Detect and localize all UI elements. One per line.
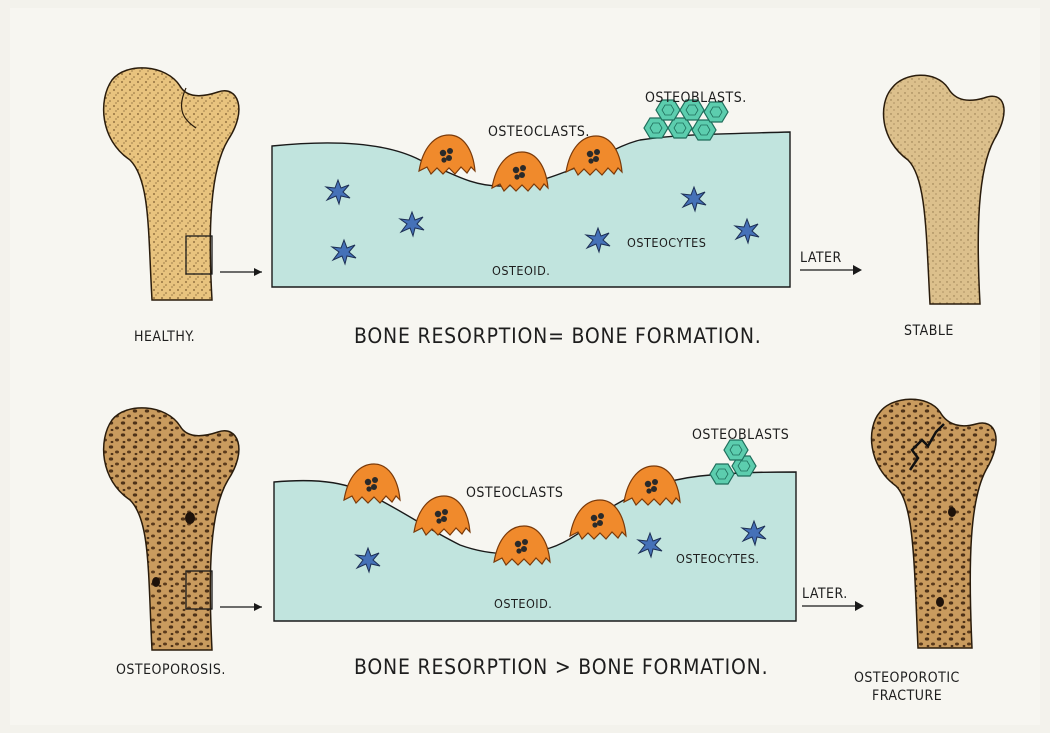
label-later-top: LATER [800, 250, 842, 266]
label-osteoporosis: OSTEOPOROSIS. [116, 662, 226, 678]
label-osteoblasts-bottom: OSTEOBLASTS [692, 427, 789, 443]
label-osteoblasts-top: OSTEOBLASTS. [645, 90, 747, 106]
label-osteoporotic: OSTEOPOROTIC [854, 670, 960, 686]
fractured-femur [872, 399, 997, 648]
label-osteoclasts-top: OSTEOCLASTS. [488, 124, 590, 140]
label-osteoclasts-bottom: OSTEOCLASTS [466, 485, 563, 501]
label-healthy: HEALTHY. [134, 329, 195, 345]
label-osteoid-bottom: OSTEOID. [494, 596, 552, 611]
healthy-femur [104, 68, 262, 300]
osteoporotic-femur [104, 408, 262, 650]
osteoclast [419, 135, 475, 174]
stable-femur [884, 75, 1005, 304]
label-osteocytes-top: OSTEOCYTES [627, 235, 706, 250]
osteoclast [492, 152, 548, 191]
label-osteoid-top: OSTEOID. [492, 263, 550, 278]
label-stable: STABLE [904, 323, 954, 339]
caption-bottom: BONE RESORPTION > BONE FORMATION. [354, 655, 768, 679]
osteoclast [344, 464, 400, 503]
label-fracture: FRACTURE [872, 688, 942, 704]
label-osteocytes-bottom: OSTEOCYTES. [676, 551, 760, 566]
osteoclast [624, 466, 680, 505]
label-later-bottom: LATER. [802, 586, 848, 602]
caption-top: BONE RESORPTION= BONE FORMATION. [354, 324, 762, 348]
osteoclast [494, 526, 550, 565]
osteoid-section-bottom [274, 440, 796, 621]
osteoclast [414, 496, 470, 535]
osteoclast [566, 136, 622, 175]
